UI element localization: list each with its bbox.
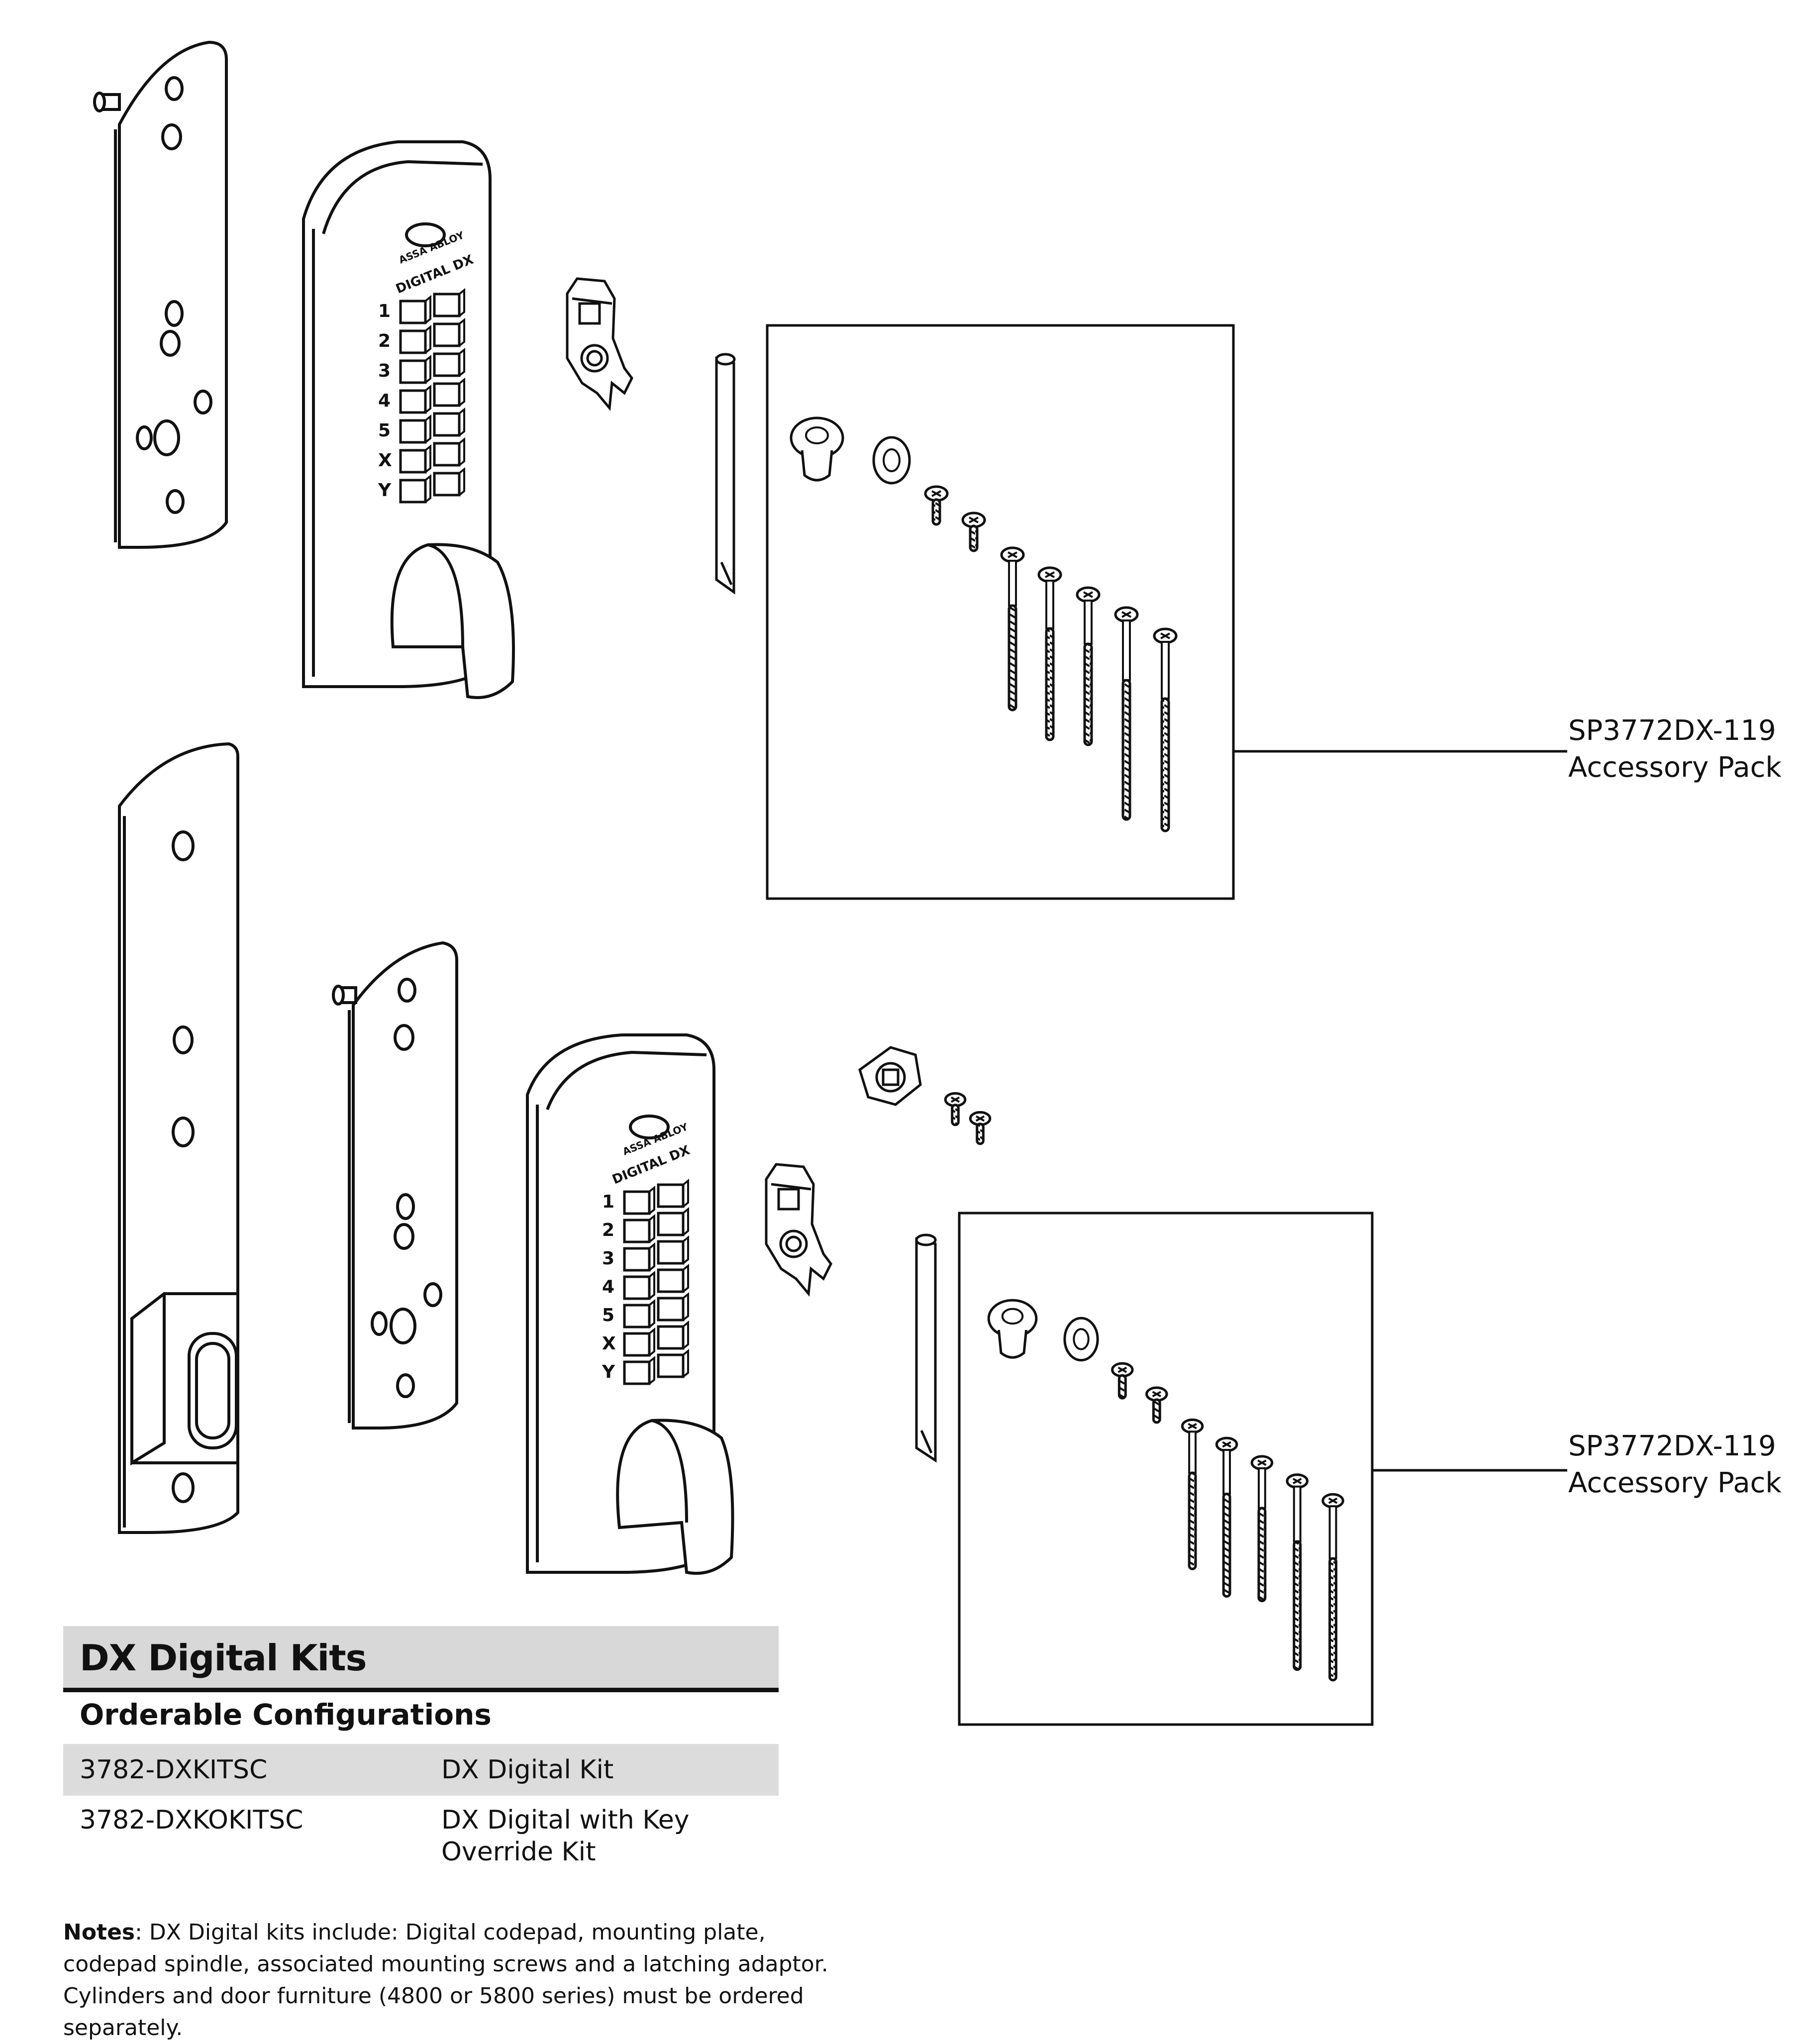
config-description: DX Digital with Key Override Kit (441, 1805, 690, 1867)
screw-shank (976, 1123, 985, 1145)
keypad-key (623, 1360, 651, 1385)
mounting-plate-top (93, 40, 228, 549)
screw-shank (1117, 1374, 1127, 1400)
config-code: 3782-DXKOKITSC (80, 1805, 303, 1835)
keypad-key-label: 1 (602, 1192, 614, 1212)
keypad-key (657, 1297, 685, 1322)
keypad-key-label: 5 (378, 420, 391, 441)
keypad-key (623, 1332, 651, 1357)
keypad-key (623, 1190, 651, 1215)
keypad-key (399, 389, 427, 414)
callout-label: Accessory Pack (1568, 751, 1782, 784)
screw-shank (951, 1104, 960, 1126)
kits-title: DX Digital Kits (80, 1637, 367, 1679)
keypad-key-label: 3 (602, 1248, 614, 1269)
notes-paragraph: Notes: DX Digital kits include: Digital … (63, 1917, 839, 2044)
keypad-key (433, 322, 461, 347)
keypad-key-label: 4 (602, 1277, 614, 1297)
keypad-key (657, 1353, 685, 1378)
keypad-key (399, 449, 427, 474)
keypad-key (433, 442, 461, 467)
screw-shank (1008, 604, 1017, 712)
screw-shank (931, 498, 941, 526)
keypad-key (433, 472, 461, 497)
keypad-key-label: 2 (602, 1220, 614, 1240)
mounting-plate-bottom (332, 941, 458, 1430)
notes-label: Notes (63, 1920, 135, 1945)
keypad-key-label: 5 (602, 1305, 614, 1326)
keypad-key-label: X (602, 1333, 616, 1354)
notes-text: : DX Digital kits include: Digital codep… (63, 1920, 828, 2041)
screw-shank (1121, 679, 1131, 821)
accessory-pack-callout-bottom: SP3772DX-119 Accessory Pack (1568, 1428, 1782, 1502)
accessory-pack-parts-bottom (987, 1299, 1344, 1682)
screw-shank (1160, 697, 1170, 832)
screw-shank (1083, 642, 1093, 746)
keypad-key (623, 1247, 651, 1272)
kits-title-bar: DX Digital Kits (63, 1626, 779, 1692)
keypad-key (657, 1212, 685, 1236)
codepad-spindle-bottom (915, 1233, 937, 1463)
keypad-key (399, 419, 427, 444)
keypad-key (657, 1183, 685, 1208)
callout-code: SP3772DX-119 (1568, 715, 1776, 747)
callout-code: SP3772DX-119 (1568, 1430, 1776, 1462)
codepad-spindle-top (715, 353, 736, 595)
screw-shank (1257, 1507, 1267, 1603)
keypad-key (623, 1275, 651, 1300)
screw-shank (1045, 627, 1055, 741)
keypad-key-label: 3 (378, 361, 391, 381)
keypad-key (433, 352, 461, 377)
accessory-pack-box-top (766, 324, 1567, 900)
latching-adaptor-bottom (765, 1163, 832, 1297)
keypad-key (657, 1325, 685, 1350)
table-row: 3782-DXKOKITSC DX Digital with Key Overr… (63, 1799, 779, 1874)
keypad-key (399, 359, 427, 384)
hub-screws (944, 1092, 992, 1145)
keypad-key-label: 1 (378, 301, 391, 321)
screw-shank (1152, 1398, 1161, 1424)
keypad-key-label: X (378, 450, 392, 471)
keypad-key-label: Y (602, 1362, 615, 1382)
table-row: 3782-DXKITSC DX Digital Kit (63, 1744, 779, 1796)
keypad-key (623, 1304, 651, 1329)
keypad-key (399, 329, 427, 354)
keypad-key (433, 412, 461, 437)
back-plate-long (118, 742, 239, 1534)
keypad-key (399, 300, 427, 324)
config-description: DX Digital Kit (441, 1755, 614, 1785)
override-hub (858, 1046, 922, 1106)
screw-shank (1188, 1471, 1197, 1570)
screw-shank (1293, 1540, 1302, 1671)
accessory-pack-box-bottom (958, 1212, 1567, 1726)
config-code: 3782-DXKITSC (80, 1755, 268, 1785)
keypad-key (433, 382, 461, 407)
keypad-key-label: Y (378, 480, 392, 501)
accessory-pack-callout-top: SP3772DX-119 Accessory Pack (1568, 713, 1782, 786)
latching-adaptor-top (566, 277, 633, 411)
screw-shank (1222, 1492, 1231, 1598)
keypad-key-label: 2 (378, 331, 391, 351)
screw-shank (969, 524, 979, 552)
keypad-key (433, 293, 461, 317)
accessory-pack-parts-top (790, 416, 1178, 832)
keypad-key-label: 4 (378, 391, 391, 411)
keypad-key (657, 1268, 685, 1293)
keypad-key (657, 1240, 685, 1265)
screw-shank (1328, 1557, 1337, 1682)
keypad-key (399, 479, 427, 504)
keypad-key (623, 1219, 651, 1243)
callout-label: Accessory Pack (1568, 1467, 1782, 1499)
configurations-heading: Orderable Configurations (80, 1698, 492, 1732)
